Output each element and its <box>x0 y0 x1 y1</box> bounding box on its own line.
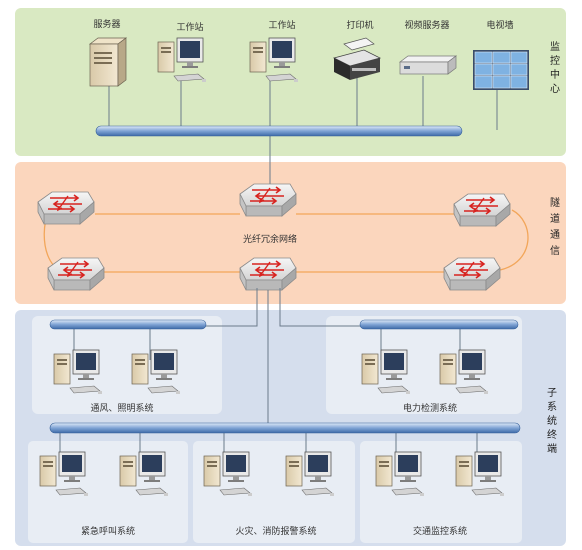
emergency-label: 紧急呼叫系统 <box>81 525 135 537</box>
svg-text:端: 端 <box>547 442 557 455</box>
svg-text:控: 控 <box>550 54 560 67</box>
switch-icon[interactable] <box>47 257 105 291</box>
control-center-title: 监 控 中 心 <box>550 40 560 95</box>
switch-icon[interactable] <box>453 193 511 227</box>
svg-text:系: 系 <box>547 401 557 413</box>
ventilation-bus <box>49 319 207 330</box>
switch-icon[interactable] <box>239 257 297 291</box>
printer-icon[interactable] <box>332 37 382 80</box>
svg-text:终: 终 <box>547 428 557 441</box>
switch-icon[interactable] <box>239 183 297 217</box>
server-label: 服务器 <box>93 18 120 30</box>
control-center-bus <box>95 125 463 137</box>
power-panel <box>326 316 522 414</box>
switch-icon[interactable] <box>443 257 501 291</box>
video-server-icon[interactable] <box>398 55 458 75</box>
video-server-label: 视频服务器 <box>404 19 449 31</box>
video-wall-label: 电视墙 <box>486 19 513 31</box>
fire-label: 火灾、消防报警系统 <box>235 525 316 537</box>
power-bus <box>359 319 519 330</box>
svg-text:通: 通 <box>550 229 560 241</box>
ventilation-label: 通风、照明系统 <box>90 402 153 414</box>
tunnel-comm-zone <box>15 162 566 304</box>
fiber-ring <box>43 199 529 273</box>
svg-text:信: 信 <box>550 245 560 257</box>
subsystem-title: 子 系 统 终 端 <box>547 387 557 455</box>
svg-text:隧: 隧 <box>550 196 560 209</box>
video-wall-icon[interactable] <box>473 50 529 90</box>
workstation1-label: 工作站 <box>176 21 203 33</box>
network-label: 光纤冗余网络 <box>243 233 297 245</box>
control-center-links <box>108 76 498 190</box>
traffic-label: 交通监控系统 <box>413 525 467 537</box>
svg-text:心: 心 <box>550 83 560 95</box>
svg-text:子: 子 <box>547 387 557 399</box>
switch-icon[interactable] <box>37 191 95 225</box>
svg-text:道: 道 <box>550 212 560 225</box>
svg-text:监: 监 <box>550 40 560 53</box>
svg-text:统: 统 <box>547 414 557 427</box>
power-label: 电力检测系统 <box>403 402 457 414</box>
server-icon[interactable] <box>88 37 128 87</box>
printer-label: 打印机 <box>346 19 373 31</box>
subsystem-main-bus <box>49 422 521 434</box>
workstation2-label: 工作站 <box>268 19 295 31</box>
control-center-zone <box>15 8 566 156</box>
svg-text:中: 中 <box>550 68 560 81</box>
tunnel-comm-title: 隧 道 通 信 <box>550 196 560 257</box>
